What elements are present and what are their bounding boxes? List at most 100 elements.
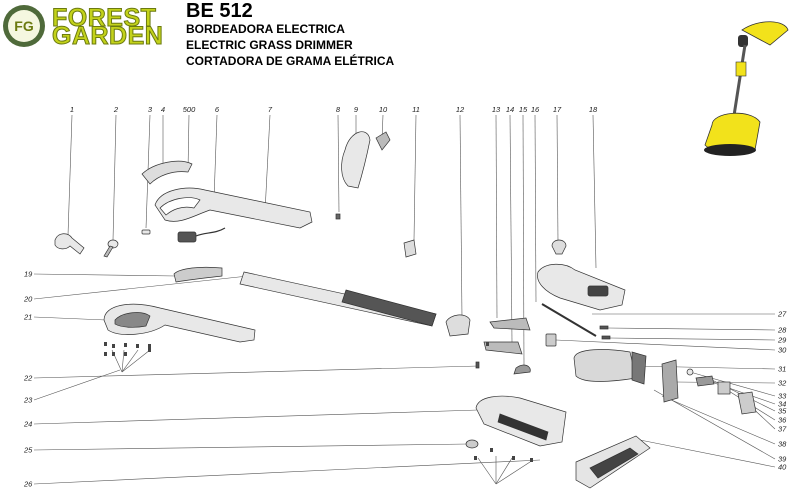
leader-line-12 xyxy=(459,114,463,319)
part-label-40: 40 xyxy=(778,463,787,472)
part-31-motor xyxy=(573,349,637,382)
small-screw xyxy=(136,344,139,348)
part-6-7-housing-inner xyxy=(159,197,201,216)
brand-line-1: FOREST xyxy=(51,4,157,32)
part-label-27: 27 xyxy=(777,310,787,319)
part-17-cap xyxy=(551,239,567,255)
leader-line-1 xyxy=(67,114,73,236)
part-8-screw xyxy=(335,213,341,220)
part-label-29: 29 xyxy=(777,336,787,345)
header: FG FOREST GARDEN BE 512 BORDEADORA ELECT… xyxy=(0,0,800,80)
part-label-10: 10 xyxy=(379,105,388,114)
small-screw xyxy=(148,348,151,352)
part-24-dark-strip xyxy=(497,413,549,441)
leader-line-500 xyxy=(187,114,190,171)
small-screw xyxy=(512,456,515,460)
part-30-switch-block xyxy=(545,333,557,347)
part-label-17: 17 xyxy=(553,105,562,114)
part-label-9: 9 xyxy=(354,105,359,114)
leader-line-26-2 xyxy=(495,457,513,485)
part-18-motor-housing xyxy=(537,263,626,311)
part-19-guard xyxy=(173,266,223,283)
part-20-tube-end xyxy=(341,289,437,327)
product-thumbnail xyxy=(704,21,789,156)
part-label-21: 21 xyxy=(23,313,32,322)
leader-line-33 xyxy=(689,371,776,397)
part-10-trigger xyxy=(375,131,391,151)
part-label-36: 36 xyxy=(778,416,787,425)
model-title: BE 512 xyxy=(186,0,253,22)
part-label-26: 26 xyxy=(23,480,33,489)
leader-line-40 xyxy=(639,439,776,468)
part-label-33: 33 xyxy=(778,392,787,401)
part-label-19: 19 xyxy=(24,270,33,279)
leader-lines xyxy=(33,114,776,485)
small-screw xyxy=(112,344,115,348)
part-label-22: 22 xyxy=(23,374,33,383)
part-label-37: 37 xyxy=(778,425,787,434)
small-screw xyxy=(474,456,477,460)
small-screw xyxy=(148,344,151,348)
part-label-30: 30 xyxy=(778,346,787,355)
part-6-cord xyxy=(195,227,226,237)
description-pt: CORTADORA DE GRAMA ELÉTRICA xyxy=(186,54,395,68)
part-6-cord-clip xyxy=(177,231,197,243)
part-label-20: 20 xyxy=(23,295,33,304)
part-13-lever xyxy=(489,317,531,331)
part-21-housing-detail xyxy=(114,312,151,328)
part-35-spring xyxy=(695,375,715,387)
part-11-knob xyxy=(403,239,417,258)
part-label-2: 2 xyxy=(113,105,119,114)
part-label-4: 4 xyxy=(161,105,165,114)
leader-line-19 xyxy=(33,273,177,277)
part-25-nut xyxy=(465,439,479,449)
part-33-washer xyxy=(686,368,694,376)
part-29-screw xyxy=(601,335,611,340)
part-label-3: 3 xyxy=(148,105,153,114)
part-label-32: 32 xyxy=(778,379,787,388)
parts-group xyxy=(54,131,757,489)
part-12-coupler xyxy=(445,314,471,337)
brand-badge-icon: FG xyxy=(3,5,45,47)
part-label-8: 8 xyxy=(336,105,341,114)
leader-line-30 xyxy=(555,339,776,351)
part-3-clip xyxy=(141,229,151,235)
brand-line-2: GARDEN xyxy=(51,22,164,50)
leader-line-31 xyxy=(635,365,776,370)
description-es: BORDEADORA ELECTRICA xyxy=(186,22,345,36)
small-screw xyxy=(486,342,489,346)
part-36-spool xyxy=(717,381,731,395)
small-screw xyxy=(530,458,533,462)
small-screw xyxy=(112,352,115,356)
leader-line-7 xyxy=(264,114,271,213)
leader-line-21 xyxy=(33,316,107,321)
part-label-31: 31 xyxy=(778,365,786,374)
part-22-screw xyxy=(475,361,480,369)
small-screw xyxy=(124,343,127,347)
part-label-38: 38 xyxy=(778,440,787,449)
leader-line-18 xyxy=(592,114,597,269)
part-label-28: 28 xyxy=(777,326,787,335)
part-14-lever xyxy=(483,341,523,355)
part-label-11: 11 xyxy=(412,105,420,114)
part-label-6: 6 xyxy=(215,105,220,114)
description-en: ELECTRIC GRASS DRIMMER xyxy=(186,38,353,52)
part-label-12: 12 xyxy=(456,105,465,114)
small-screw xyxy=(490,448,493,452)
part-label-18: 18 xyxy=(589,105,598,114)
leader-line-25 xyxy=(33,443,469,451)
leader-line-8 xyxy=(337,114,340,213)
leader-line-23 xyxy=(33,369,121,401)
part-32-plate xyxy=(661,359,679,403)
leader-line-17 xyxy=(556,114,559,243)
part-9-handle xyxy=(341,131,371,189)
small-screw xyxy=(124,352,127,356)
part-1-bracket xyxy=(54,233,85,255)
part-label-16: 16 xyxy=(531,105,540,114)
leader-line-23-3 xyxy=(121,349,151,373)
part-label-24: 24 xyxy=(23,420,32,429)
part-16-pin xyxy=(541,303,597,337)
part-4-cover xyxy=(141,160,193,185)
part-label-35: 35 xyxy=(778,407,787,416)
part-label-34: 34 xyxy=(778,400,786,409)
